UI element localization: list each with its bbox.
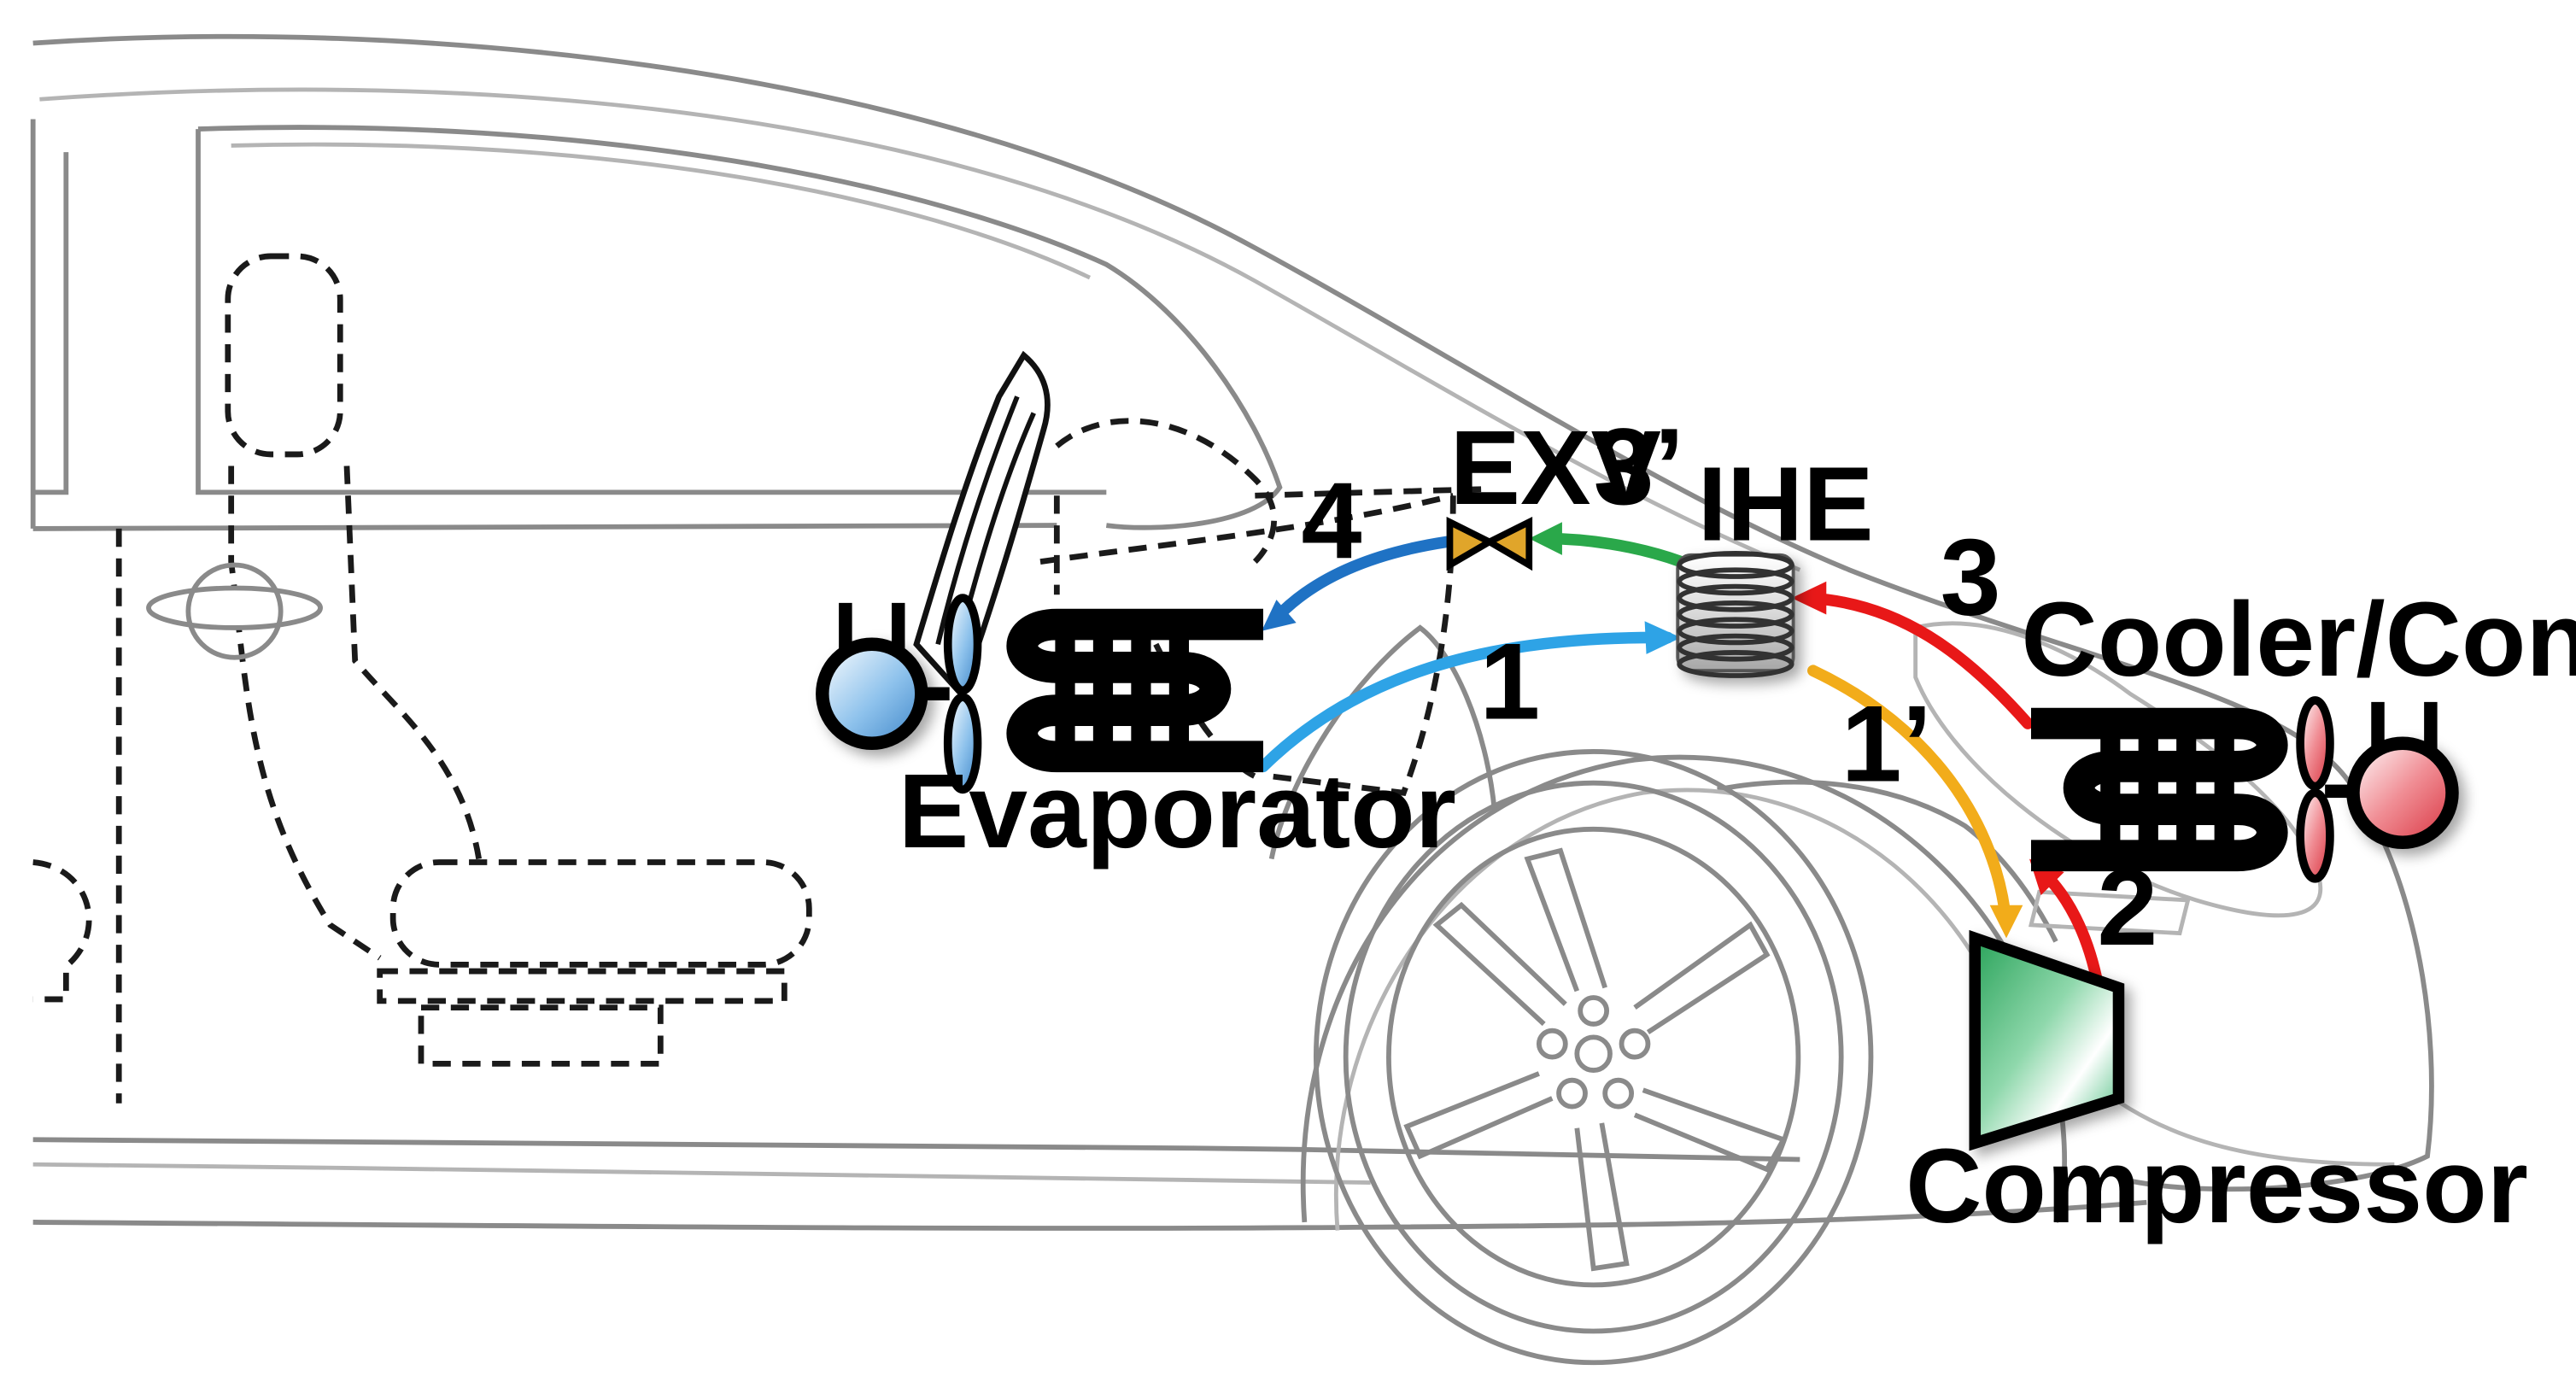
flow-line-1 (1257, 631, 1674, 773)
evaporator-fan-motor (816, 602, 950, 750)
cooler-fan-motor (2325, 701, 2459, 849)
ihe-label: IHE (1697, 445, 1873, 563)
arrowhead-3 (1791, 581, 1827, 615)
evaporator-fan-blades (943, 594, 982, 794)
arrowhead-3-prime (1529, 522, 1562, 555)
flow-line-1-prime (1807, 665, 2012, 931)
cooler-coil (2031, 707, 2288, 872)
arrowhead-1 (1644, 621, 1682, 654)
evaporator-assembly (816, 594, 1263, 794)
compressor (1969, 929, 2125, 1151)
state-3-prime-label: 3’ (1594, 406, 1684, 528)
state-1-label: 1 (1479, 620, 1540, 742)
interior-dashed-outline (32, 253, 1487, 1104)
labels: Evaporator EXV IHE Cooler/Condenser Comp… (899, 406, 2576, 1245)
exv-label: EXV (1449, 409, 1661, 527)
state-1-prime-label: 1’ (1841, 683, 1932, 805)
flow-line-4 (1268, 536, 1453, 626)
compressor-label: Compressor (1906, 1127, 2528, 1245)
state-2-label: 2 (2097, 846, 2157, 969)
evaporator-coil (1006, 608, 1263, 773)
arrowhead-4 (1262, 600, 1297, 631)
wheel (1313, 749, 1874, 1366)
flow-line-3-prime (1537, 532, 1687, 568)
cooler-condenser-label: Cooler/Condenser (2021, 581, 2576, 699)
refrigerant-flow-lines (1257, 522, 2104, 987)
internal-heat-exchanger (1676, 551, 1795, 678)
arrowhead-1-prime (1989, 905, 2023, 939)
state-4-label: 4 (1301, 460, 1361, 583)
cooler-fan-blades (2296, 696, 2334, 883)
state-3-label: 3 (1941, 516, 2001, 638)
evaporator-label: Evaporator (899, 752, 1456, 870)
cooler-condenser-assembly (2031, 696, 2459, 883)
flow-line-3 (1802, 592, 2034, 729)
expansion-valve (1446, 516, 1533, 571)
